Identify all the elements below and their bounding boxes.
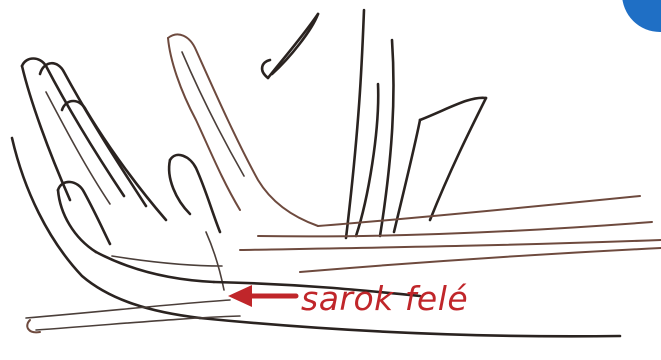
background-hand	[262, 10, 486, 238]
direction-arrow	[228, 285, 296, 307]
corner-badge	[622, 0, 661, 32]
lower-hand	[12, 59, 224, 319]
annotation-label: sarok felé	[301, 279, 468, 319]
upper-hand	[168, 34, 652, 236]
